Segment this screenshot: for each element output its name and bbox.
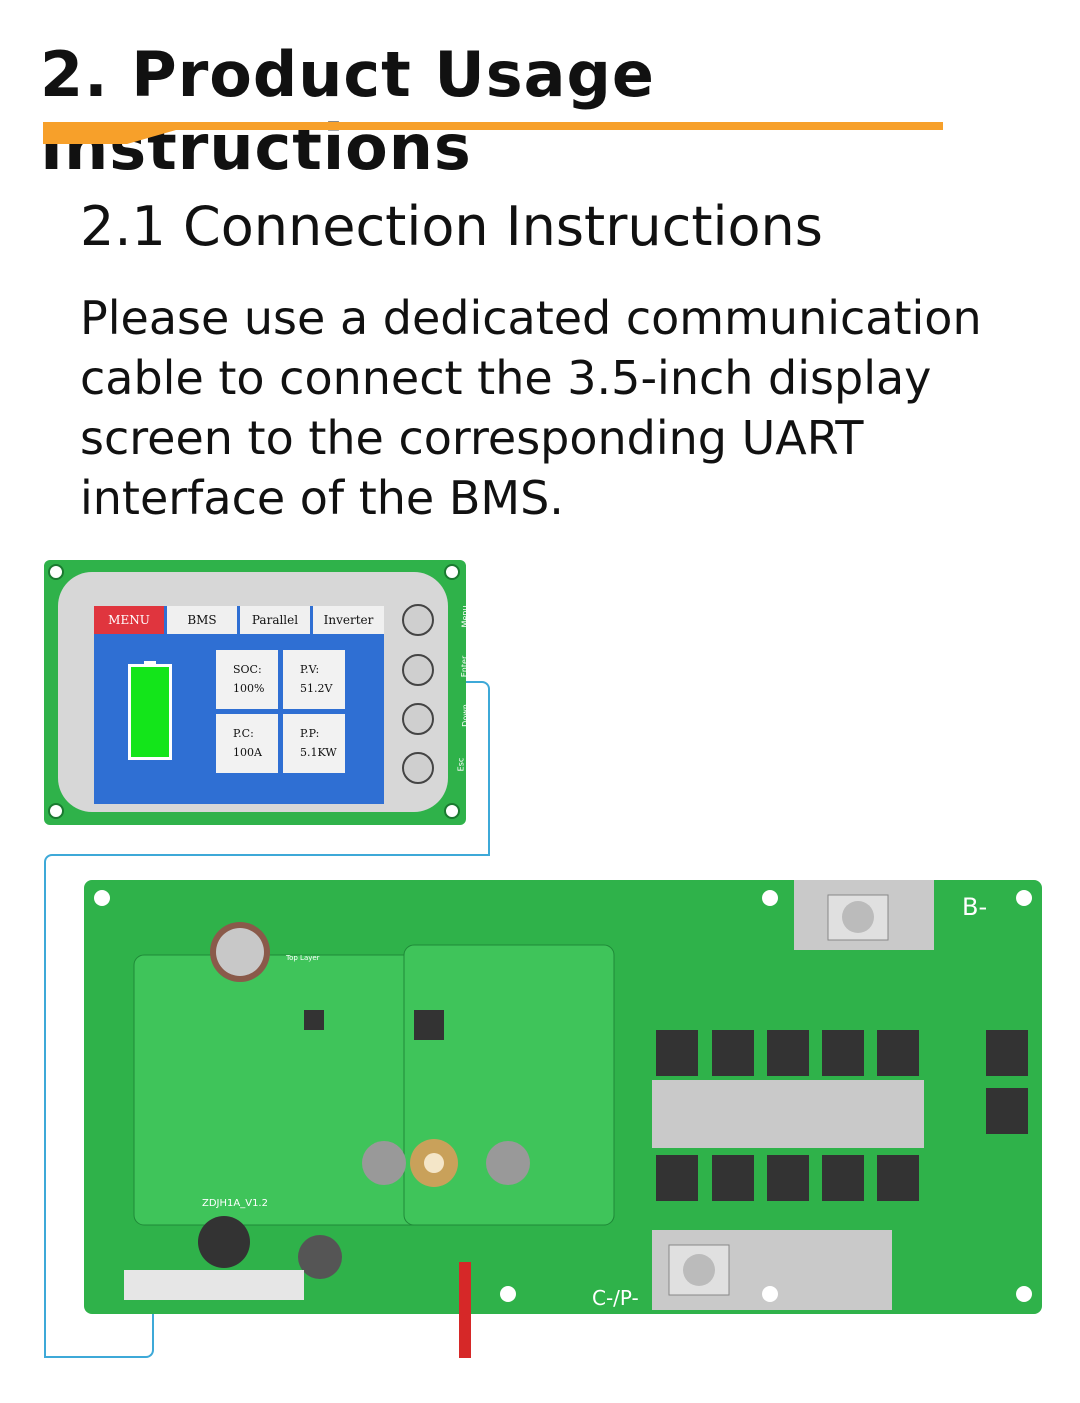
section-title: 2.1 Connection Instructions bbox=[80, 195, 823, 258]
cable-line bbox=[460, 681, 490, 856]
instruction-text: Please use a dedicated communication cab… bbox=[80, 291, 982, 525]
enter-label: Enter bbox=[460, 655, 470, 678]
menu-button[interactable] bbox=[402, 604, 434, 636]
tab-menu[interactable]: MENU bbox=[94, 606, 164, 634]
page-title: 2. Product Usage Instructions bbox=[40, 38, 655, 184]
board-model-label: ZDJH1A_V1.2 bbox=[202, 1198, 268, 1209]
battery-icon bbox=[128, 661, 172, 760]
pv-cell: P.V:51.2V bbox=[283, 650, 345, 709]
title-underline bbox=[43, 122, 943, 130]
tab-inverter[interactable]: Inverter bbox=[313, 606, 384, 634]
display-screen-module: MENU BMS Parallel Inverter SOC:100% P.V:… bbox=[44, 560, 470, 825]
bms-board: ZDJH1A_V1.2 Top Layer B- C-/P- bbox=[84, 880, 1042, 1358]
down-label: Down bbox=[460, 704, 470, 727]
pp-cell: P.P:5.1KW bbox=[283, 714, 345, 773]
tab-bms[interactable]: BMS bbox=[167, 606, 237, 634]
tab-parallel[interactable]: Parallel bbox=[240, 606, 310, 634]
esc-button[interactable] bbox=[402, 752, 434, 784]
cable-line bbox=[44, 1300, 154, 1358]
lcd-screen: MENU BMS Parallel Inverter SOC:100% P.V:… bbox=[94, 606, 384, 804]
soc-cell: SOC:100% bbox=[216, 650, 278, 709]
esc-label: Esc bbox=[456, 757, 466, 772]
cp-minus-label: C-/P- bbox=[592, 1286, 639, 1310]
enter-button[interactable] bbox=[402, 654, 434, 686]
pc-cell: P.C:100A bbox=[216, 714, 278, 773]
cable-line bbox=[44, 854, 490, 1358]
top-layer-label: Top Layer bbox=[285, 954, 320, 962]
b-minus-label: B- bbox=[962, 893, 987, 921]
menu-label: Menu bbox=[460, 605, 470, 628]
down-button[interactable] bbox=[402, 703, 434, 735]
